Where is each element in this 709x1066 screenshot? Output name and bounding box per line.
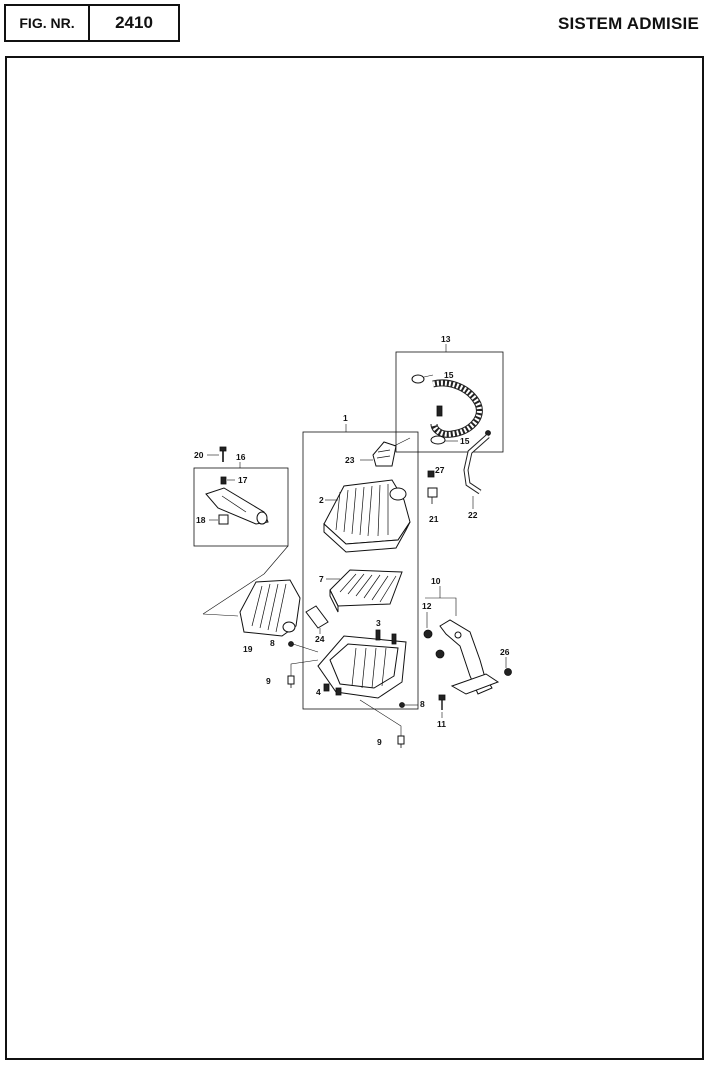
sensor-21	[427, 487, 438, 504]
hose-clamp-lower	[430, 435, 446, 445]
grommet-8-lower	[399, 702, 405, 708]
callout-3: 3	[376, 618, 381, 628]
bolt-11	[438, 694, 446, 710]
callout-2: 2	[319, 495, 324, 505]
callout-10: 10	[431, 576, 441, 586]
drain-valve-9-lower	[397, 735, 405, 748]
intake-hose-group	[411, 374, 491, 445]
nut-12-b	[435, 649, 445, 659]
callout-9-lower: 9	[377, 737, 382, 747]
callout-23: 23	[345, 455, 355, 465]
callout-15-lower: 15	[460, 436, 470, 446]
callout-8-lower: 8	[420, 699, 425, 709]
filter-element	[329, 569, 403, 613]
grommet-8-upper	[288, 641, 294, 647]
callout-12: 12	[422, 601, 432, 611]
resonator-box	[239, 579, 301, 637]
inlet-duct	[205, 487, 269, 525]
callout-7: 7	[319, 574, 324, 584]
fastener-4	[323, 683, 342, 696]
callout-22: 22	[468, 510, 478, 520]
corrugated-hose	[430, 379, 483, 438]
figure-number: 2410	[115, 13, 153, 32]
callout-4: 4	[316, 687, 321, 697]
air-cleaner-cover	[323, 479, 411, 553]
callout-1: 1	[343, 413, 348, 423]
callout-20: 20	[194, 450, 204, 460]
callout-15-upper: 15	[444, 370, 454, 380]
figure-label: FIG. NR.	[6, 6, 90, 40]
hose-clamp-upper	[411, 374, 425, 384]
callout-26: 26	[500, 647, 510, 657]
nut-12-a	[423, 629, 433, 639]
callout-27: 27	[435, 465, 445, 475]
callout-8-upper: 8	[270, 638, 275, 648]
bolt-20	[219, 446, 227, 462]
grommet-18	[218, 514, 229, 525]
clip-27	[427, 470, 435, 478]
callout-9-upper: 9	[266, 676, 271, 686]
callout-11: 11	[437, 719, 446, 729]
callout-16: 16	[236, 452, 246, 462]
breather-tube	[463, 434, 490, 495]
page-title: SISTEM ADMISIE	[557, 14, 699, 33]
drain-valve-9-upper	[287, 675, 295, 688]
clip-17	[220, 476, 227, 485]
callout-19: 19	[243, 644, 253, 654]
group-box-inlet-duct	[193, 467, 289, 547]
callout-24: 24	[315, 634, 325, 644]
nut-26	[504, 668, 512, 676]
group-box-intake-hose	[395, 351, 504, 453]
bracket-10	[439, 619, 500, 695]
callout-17: 17	[238, 475, 248, 485]
resonator-duct	[372, 441, 397, 467]
group-box-air-cleaner-assembly	[302, 431, 419, 710]
figure-number-box: FIG. NR. 2410	[4, 4, 180, 42]
callout-21: 21	[429, 514, 439, 524]
diagram-frame	[5, 56, 704, 1060]
hose-fitting	[436, 405, 443, 417]
callout-13: 13	[441, 334, 451, 344]
connector-pipe-24	[305, 605, 329, 629]
air-cleaner-lower-case	[317, 629, 407, 699]
callout-18: 18	[196, 515, 206, 525]
